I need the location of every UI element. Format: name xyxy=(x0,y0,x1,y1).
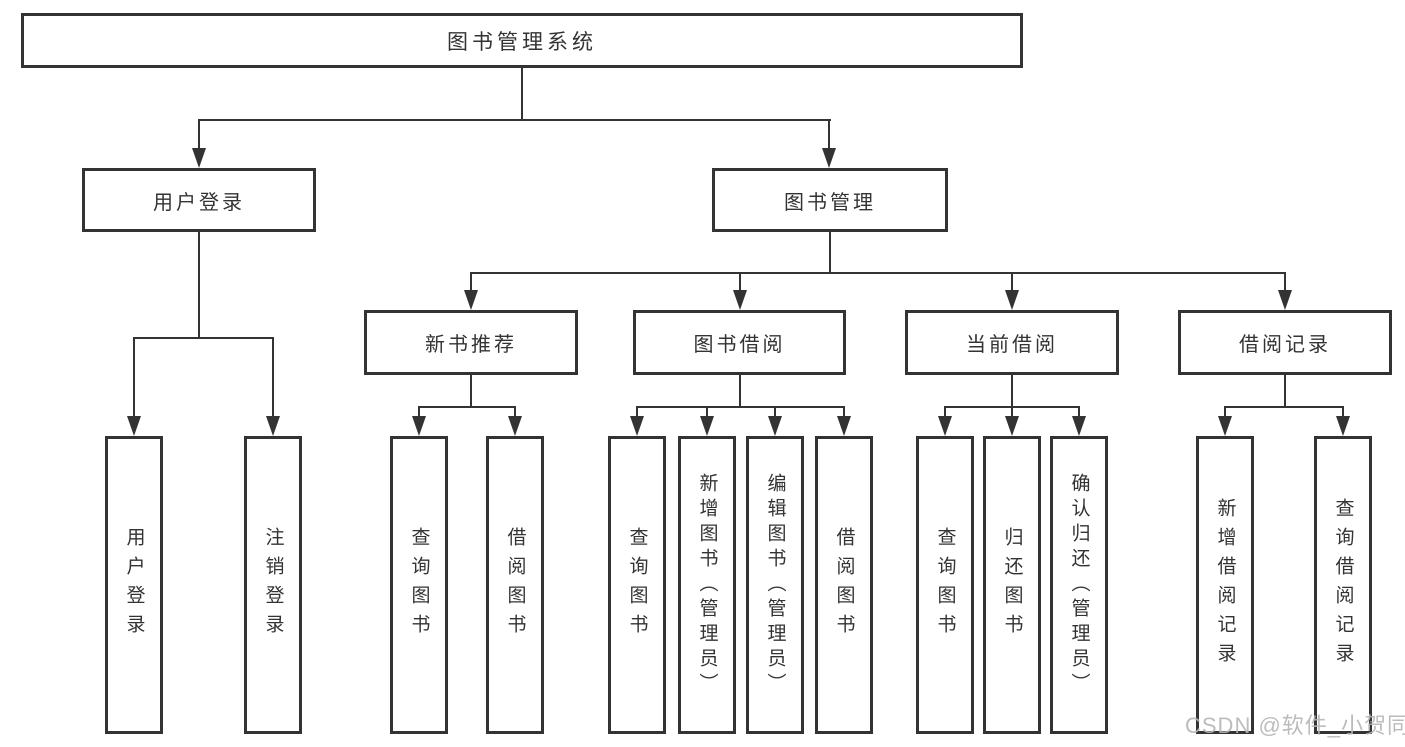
arrow-down-icon xyxy=(768,416,782,436)
node-label: 图书借阅 xyxy=(693,334,786,356)
leaf-add-book-admin: 新增图书（管理员） xyxy=(678,436,736,734)
connector-stem-leaf xyxy=(418,406,420,416)
connector-user-login-split xyxy=(133,337,274,339)
node-label: 用户登录 xyxy=(153,191,245,214)
node-user-login: 用户登录 xyxy=(82,168,316,232)
leaf-query-borrow-record: 查询借阅记录 xyxy=(1314,436,1372,734)
connector-root-drop xyxy=(521,66,523,119)
connector-stem-leaf xyxy=(1342,406,1344,416)
arrow-down-icon xyxy=(1072,416,1086,436)
connector-drop xyxy=(739,373,741,406)
arrow-down-icon xyxy=(508,416,522,436)
leaf-add-borrow-record: 新增借阅记录 xyxy=(1196,436,1254,734)
leaf-edit-book-admin: 编辑图书（管理员） xyxy=(746,436,804,734)
node-label: 借阅记录 xyxy=(1239,334,1331,356)
leaf-borrow-books-recommend: 借阅图书 xyxy=(486,436,544,734)
arrow-down-icon xyxy=(266,416,280,436)
connector-stem-leaf xyxy=(514,406,516,416)
connector-root-split xyxy=(198,119,831,121)
arrow-down-icon xyxy=(630,416,644,436)
connector-split xyxy=(418,406,516,408)
node-borrow-records: 借阅记录 xyxy=(1178,310,1392,375)
node-book-borrow: 图书借阅 xyxy=(633,310,846,375)
arrow-down-icon xyxy=(733,290,747,310)
leaf-query-books-recommend: 查询图书 xyxy=(390,436,448,734)
arrow-down-icon xyxy=(822,148,836,168)
node-label: 当前借阅 xyxy=(966,334,1058,356)
leaf-logout: 注销登录 xyxy=(244,436,302,734)
node-label: 借阅图书 xyxy=(504,527,526,643)
node-label: 编辑图书（管理员） xyxy=(764,472,786,698)
node-label: 新增借阅记录 xyxy=(1214,498,1236,672)
arrow-down-icon xyxy=(700,416,714,436)
connector-stem-leaf xyxy=(636,406,638,416)
node-label: 图书管理 xyxy=(784,191,876,214)
connector-stem-user-login xyxy=(198,119,200,148)
connector-split xyxy=(1224,406,1344,408)
arrow-down-icon xyxy=(1005,290,1019,310)
connector-stem-leaf xyxy=(706,406,708,416)
connector-stem-current-borrow xyxy=(1011,272,1013,290)
connector-stem-leaf xyxy=(133,337,135,416)
arrow-down-icon xyxy=(464,290,478,310)
node-label: 查询借阅记录 xyxy=(1332,498,1354,672)
node-label: 查询图书 xyxy=(626,527,648,643)
node-label: 查询图书 xyxy=(934,527,956,643)
arrow-down-icon xyxy=(1218,416,1232,436)
connector-stem-leaf xyxy=(272,337,274,416)
node-label: 图书管理系统 xyxy=(447,30,597,54)
arrow-down-icon xyxy=(127,416,141,436)
leaf-return-books: 归还图书 xyxy=(983,436,1041,734)
node-label: 借阅图书 xyxy=(833,527,855,643)
arrow-down-icon xyxy=(837,416,851,436)
node-label: 确认归还（管理员） xyxy=(1068,472,1090,698)
node-label: 用户登录 xyxy=(123,527,145,643)
node-library-management-system: 图书管理系统 xyxy=(21,13,1023,68)
arrow-down-icon xyxy=(192,148,206,168)
arrow-down-icon xyxy=(938,416,952,436)
connector-drop xyxy=(1011,373,1013,406)
connector-stem-leaf xyxy=(944,406,946,416)
connector-stem-new-book xyxy=(470,272,472,290)
connector-stem-leaf xyxy=(1224,406,1226,416)
node-label: 新增图书（管理员） xyxy=(696,472,718,698)
node-label: 查询图书 xyxy=(408,527,430,643)
watermark: CSDN @软件_小贺同学 xyxy=(1185,713,1405,738)
leaf-query-books-borrow: 查询图书 xyxy=(608,436,666,734)
leaf-query-books-current: 查询图书 xyxy=(916,436,974,734)
node-label: 新书推荐 xyxy=(425,334,517,356)
arrow-down-icon xyxy=(1278,290,1292,310)
leaf-confirm-return-admin: 确认归还（管理员） xyxy=(1050,436,1108,734)
connector-split xyxy=(636,406,845,408)
node-new-book-recommend: 新书推荐 xyxy=(364,310,578,375)
connector-stem-book-borrow xyxy=(739,272,741,290)
connector-stem-leaf xyxy=(1011,406,1013,416)
arrow-down-icon xyxy=(1336,416,1350,436)
node-book-management: 图书管理 xyxy=(712,168,948,232)
connector-user-login-drop xyxy=(198,230,200,337)
connector-stem-borrow-records xyxy=(1284,272,1286,290)
connector-drop xyxy=(470,373,472,406)
arrow-down-icon xyxy=(1005,416,1019,436)
connector-stem-leaf xyxy=(1078,406,1080,416)
connector-drop xyxy=(1284,373,1286,406)
connector-book-management-drop xyxy=(829,230,831,272)
leaf-user-login: 用户登录 xyxy=(105,436,163,734)
connector-stem-leaf xyxy=(843,406,845,416)
node-current-borrow: 当前借阅 xyxy=(905,310,1119,375)
leaf-borrow-books: 借阅图书 xyxy=(815,436,873,734)
node-label: 注销登录 xyxy=(262,527,284,643)
connector-stem-leaf xyxy=(774,406,776,416)
connector-stem-book-management xyxy=(828,119,830,148)
arrow-down-icon xyxy=(412,416,426,436)
connector-book-management-split xyxy=(470,272,1286,274)
node-label: 归还图书 xyxy=(1001,527,1023,643)
